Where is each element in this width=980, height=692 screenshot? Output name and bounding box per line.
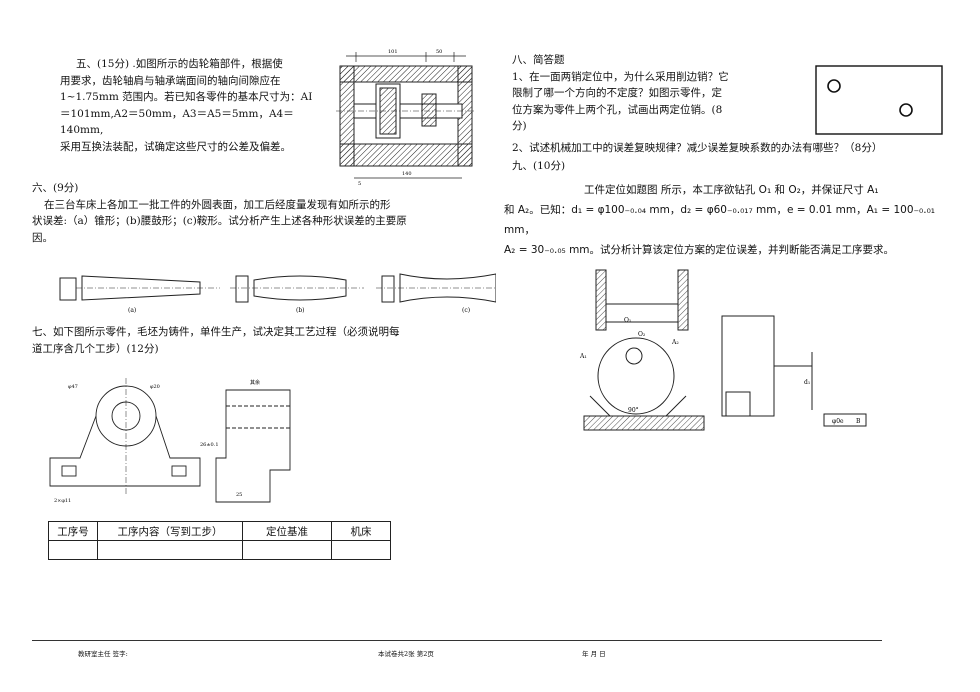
shape-b-drum: (b) (230, 275, 364, 314)
footer-center: 本试卷共2张 第2页 (378, 650, 434, 658)
q8-question-2: 2、试述机械加工中的误差复映规律？减少误差复映系数的办法有哪些？（8分） (512, 142, 883, 154)
q5-dim-bottom1: 5 (358, 181, 361, 187)
q9-block: 工件定位如题图 所示，本工序欲钻孔 O₁ 和 O₂，并保证尺寸 A₁ 和 A₂。… (504, 180, 954, 260)
q7-dim-d1: φ47 (68, 384, 78, 390)
q6-line-2: 状误差:（a）锥形；(b)腰鼓形；(c)鞍形。试分析产生上述各种形状误差的主要原 (32, 215, 407, 227)
q5-line-3: ＝101mm,A2＝50mm，A3＝A5＝5mm，A4＝140mm, (60, 107, 294, 137)
q9-a1: A₁ (579, 353, 587, 360)
q9-o2: O₂ (638, 331, 646, 338)
lathe-shapes-figure: (a) (b) (c) (59, 273, 496, 314)
q6-block: 六、(9分) 在三台车床上各加工一批工件的外圆表面，加工后经度量发现有如所示的形… (32, 180, 502, 246)
q5-block: 五、(15分) .如图所示的齿轮箱部件，根据使 用要求，齿轮轴肩与轴承端面间的轴… (60, 56, 320, 155)
q9-o1: O₁ (624, 317, 631, 324)
col-datum: 定位基准 (242, 521, 332, 541)
q5-line-2: 1~1.75mm 范围内。若已知各零件的基本尺寸为：AI (60, 91, 313, 103)
q7-dim-w: 2×φ11 (54, 498, 71, 504)
process-table-header: 工序号 工序内容（写到工步） 定位基准 机床 (48, 521, 391, 541)
q5-dim-top1: 101 (388, 49, 398, 55)
process-table: 工序号 工序内容（写到工步） 定位基准 机床 (48, 521, 391, 560)
q9-a2: A₂ (671, 339, 679, 346)
q7-dim-right: 26±0.1 (200, 442, 219, 448)
col-content: 工序内容（写到工步） (97, 521, 243, 541)
drilling-fixture-figure: O₁ O₂ A₁ A₂ 90° d₁ φ0e B (579, 269, 867, 431)
two-pin-part-figure (815, 65, 943, 135)
q5-title: 五、(15分) .如图所示的齿轮箱部件，根据使 (76, 58, 283, 70)
q5-dim-top2: 50 (436, 49, 442, 55)
q6-title: 六、(9分) (32, 182, 79, 194)
footer-right: 年 月 日 (582, 650, 606, 658)
q5-line-4: 采用互换法装配，试确定这些尺寸的公差及偏差。 (60, 140, 291, 153)
q6-line-1: 在三台车床上各加工一批工件的外圆表面，加工后经度量发现有如所示的形 (44, 198, 391, 211)
q7-finish-mark: 其余 (250, 379, 260, 386)
q5-dim-bottom2: 140 (402, 171, 412, 177)
footer-rule (32, 640, 882, 641)
shape-c-label: (c) (462, 307, 470, 314)
q9-line-3: A₂ = 30₋₀.₀₅ mm。试分析计算该定位方案的定位误差，并判断能否满足工… (504, 244, 895, 256)
q9-tol: φ0e (832, 418, 844, 425)
q8-line-2: 限制了哪一个方向的不定度？如图示零件，定 (512, 87, 722, 99)
q9-datum: B (856, 418, 861, 425)
q9-angle: 90° (628, 407, 639, 414)
q7-line-2: 道工序含几个工步）(12分) (32, 342, 159, 355)
q8-title: 八、简答题 (512, 54, 565, 66)
q9-line-2: 和 A₂。已知：d₁ = φ100₋₀.₀₄ mm，d₂ = φ60₋₀.₀₁₇… (504, 204, 936, 236)
q8-line-4: 分) (512, 120, 527, 132)
q9-title: 九、(10分) (512, 160, 566, 172)
q8-line-1: 1、在一面两销定位中，为什么采用削边销？它 (512, 70, 729, 83)
q7-dim-h: 25 (236, 492, 242, 498)
col-step-no: 工序号 (48, 521, 98, 541)
shape-a-label: (a) (128, 307, 136, 314)
q8-block: 八、简答题 1、在一面两销定位中，为什么采用削边销？它 限制了哪一个方向的不定度… (512, 52, 812, 135)
q7-block: 七、如下图所示零件，毛坯为铸件，单件生产，试决定其工艺过程（必须说明每 道工序含… (32, 324, 502, 357)
gearbox-figure: 101 50 5 140 (336, 49, 476, 187)
shape-c-saddle: (c) (376, 273, 496, 314)
q5-line-1: 用要求，齿轮轴肩与轴承端面间的轴向间隙应在 (60, 74, 281, 87)
q6-line-3: 因。 (32, 231, 53, 244)
q8-line-3: 位方案为零件上两个孔，试画出两定位销。(8 (512, 103, 723, 116)
process-table-row (48, 540, 391, 560)
q7-title: 七、如下图所示零件，毛坯为铸件，单件生产，试决定其工艺过程（必须说明每 (32, 326, 400, 338)
col-machine: 机床 (331, 521, 391, 541)
footer-left: 教研室主任 签字: (78, 650, 128, 658)
shape-b-label: (b) (296, 307, 305, 314)
shape-a-cone: (a) (59, 275, 220, 314)
q7-dim-d2: φ20 (150, 384, 160, 390)
cast-part-figure: φ47 φ20 2×φ11 25 26±0.1 其余 (49, 378, 291, 504)
q9-d1: d₁ (804, 379, 810, 386)
q9-line-1: 工件定位如题图 所示，本工序欲钻孔 O₁ 和 O₂，并保证尺寸 A₁ (584, 184, 879, 196)
